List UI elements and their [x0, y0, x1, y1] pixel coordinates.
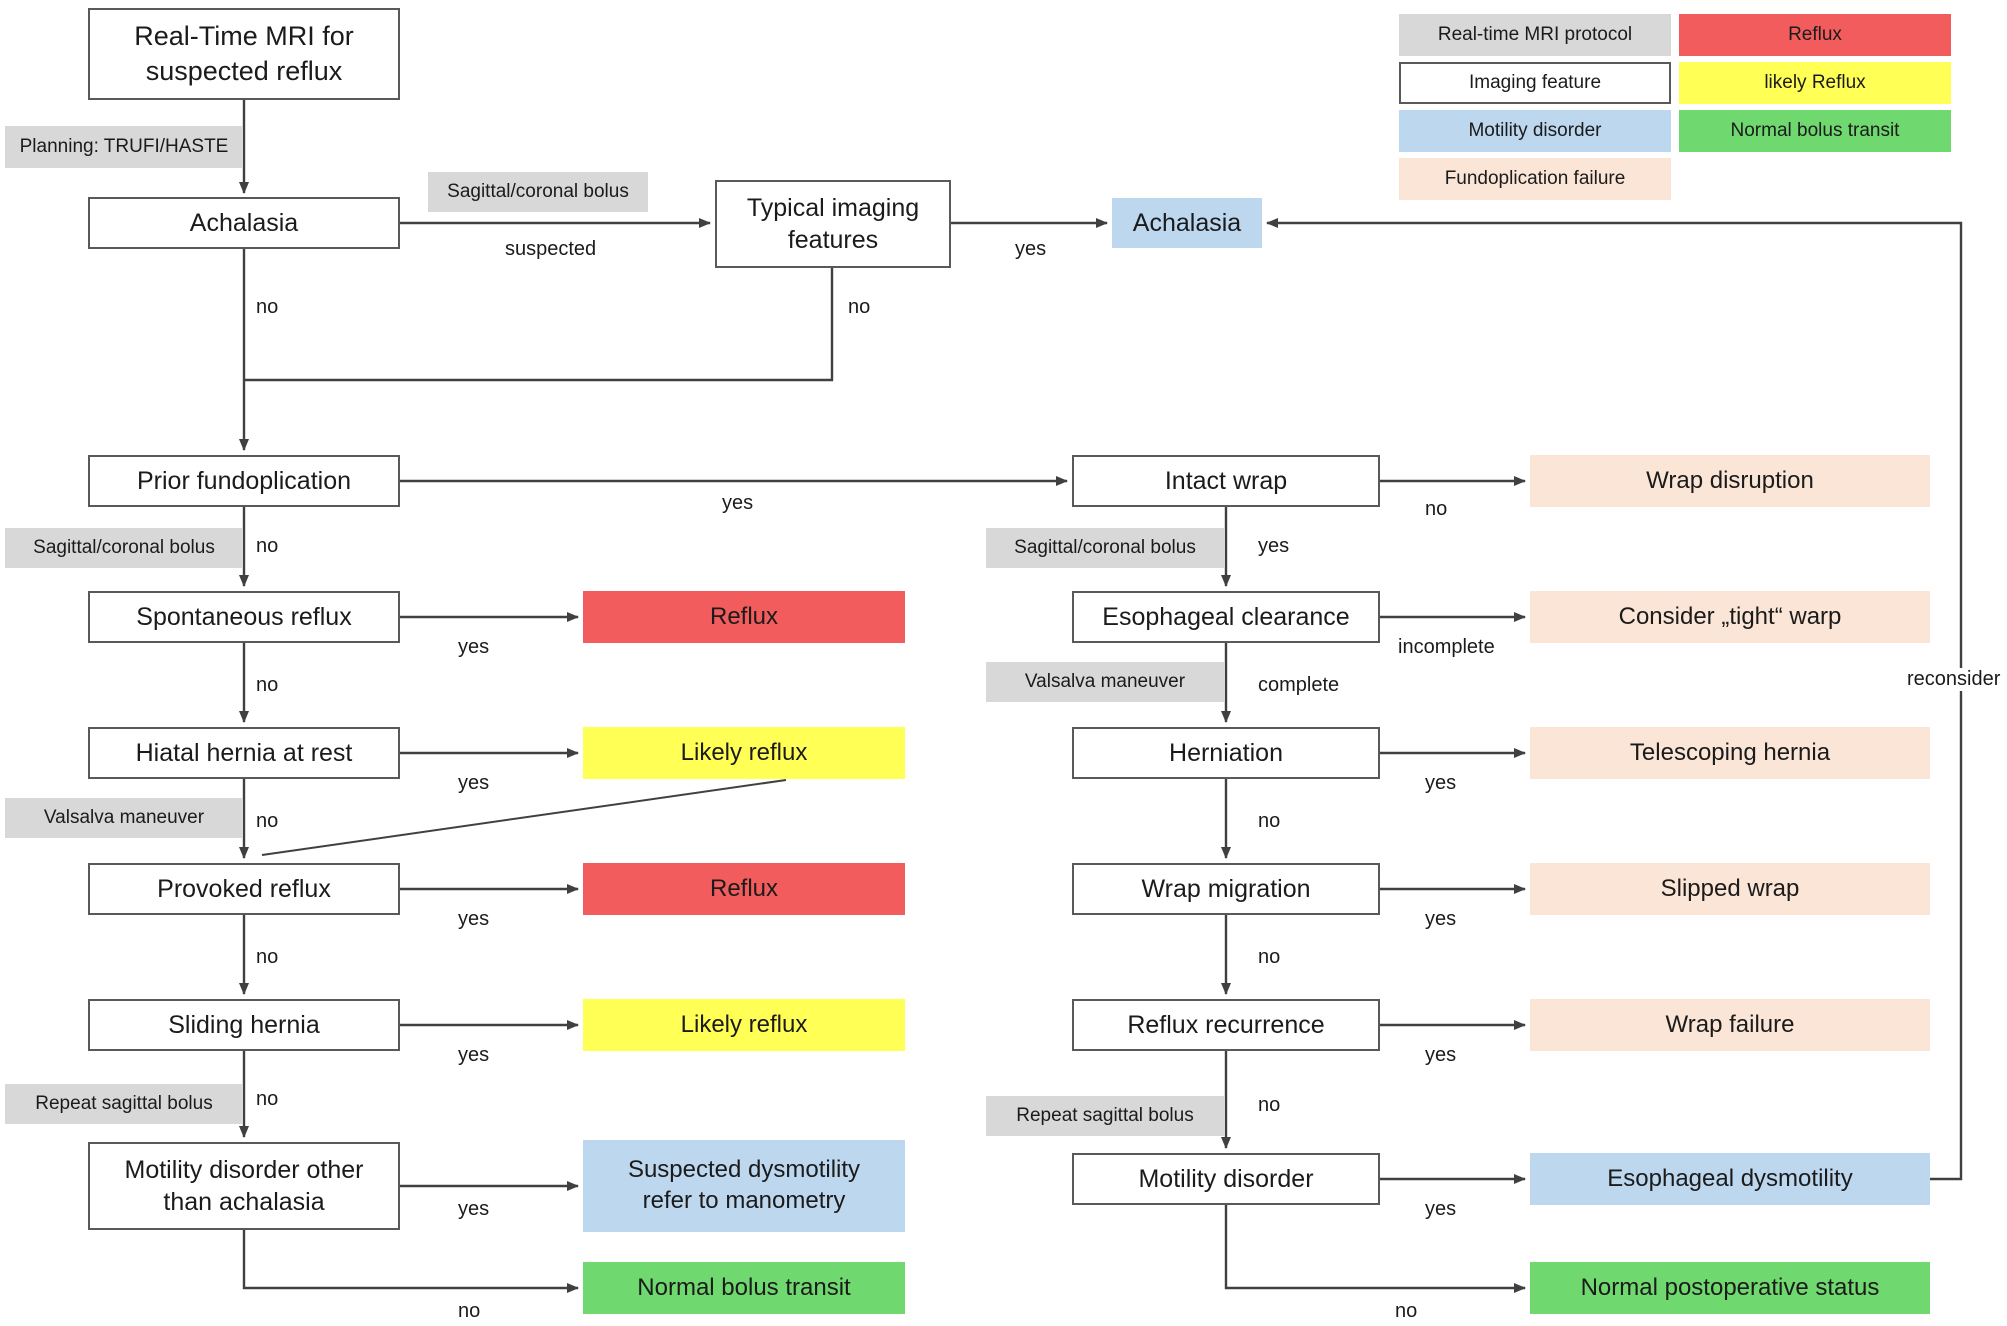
herniation-box: Herniation	[1072, 727, 1380, 779]
start-box: Real-Time MRI for suspected reflux	[88, 8, 400, 100]
repeat-sagittal-bolus-label-left: Repeat sagittal bolus	[5, 1084, 243, 1124]
typical-imaging-features-box: Typical imaging features	[715, 180, 951, 268]
sagittal-coronal-bolus-label-top: Sagittal/coronal bolus	[428, 172, 648, 212]
hiatal-hernia-at-rest-box: Hiatal hernia at rest	[88, 727, 400, 779]
edge-label-yes-reflux-recurrence: yes	[1425, 1044, 1457, 1066]
edge-label-yes-wrap-migration: yes	[1425, 908, 1457, 930]
achalasia-diagnosis-box: Achalasia	[1112, 198, 1262, 248]
edge-label-yes-spontaneous: yes	[458, 636, 490, 658]
edge-label-no-herniation: no	[1258, 810, 1281, 832]
edge-label-yes-motility-postop: yes	[1425, 1198, 1457, 1220]
suspected-dysmotility-result-box: Suspected dysmotility refer to manometry	[583, 1140, 905, 1232]
repeat-sagittal-bolus-label-right: Repeat sagittal bolus	[986, 1096, 1224, 1136]
edge-label-no-fundoplication: no	[256, 535, 279, 557]
edge-label-yes-sliding: yes	[458, 1044, 490, 1066]
likely-reflux-result-box-1: Likely reflux	[583, 727, 905, 779]
legend-likely-reflux: likely Reflux	[1679, 62, 1951, 104]
prior-fundoplication-box: Prior fundoplication	[88, 455, 400, 507]
edge-label-no-hiatal: no	[256, 810, 279, 832]
wrap-failure-result-box: Wrap failure	[1530, 999, 1930, 1051]
reflux-recurrence-box: Reflux recurrence	[1072, 999, 1380, 1051]
edge-label-yes-herniation: yes	[1425, 772, 1457, 794]
edge-label-yes-typical-achalasia: yes	[1015, 238, 1047, 260]
esophageal-clearance-box: Esophageal clearance	[1072, 591, 1380, 643]
reflux-result-box-2: Reflux	[583, 863, 905, 915]
edge-label-no-spontaneous: no	[256, 674, 279, 696]
edge-label-no-sliding: no	[256, 1088, 279, 1110]
motility-disorder-other-box: Motility disorder other than achalasia	[88, 1142, 400, 1230]
edge-label-yes-hiatal: yes	[458, 772, 490, 794]
esophageal-dysmotility-result-box: Esophageal dysmotility	[1530, 1153, 1930, 1205]
edge-label-no-wrap-migration: no	[1258, 946, 1281, 968]
edge-label-no-intact-wrap: no	[1425, 498, 1448, 520]
provoked-reflux-box: Provoked reflux	[88, 863, 400, 915]
motility-disorder-box: Motility disorder	[1072, 1153, 1380, 1205]
wrap-migration-box: Wrap migration	[1072, 863, 1380, 915]
reflux-result-box-1: Reflux	[583, 591, 905, 643]
edge-label-yes-provoked: yes	[458, 908, 490, 930]
edge-label-yes-intact-wrap: yes	[1258, 535, 1290, 557]
sagittal-coronal-bolus-label-left: Sagittal/coronal bolus	[5, 528, 243, 568]
edge-label-yes-motility-other: yes	[458, 1198, 490, 1220]
intact-wrap-box: Intact wrap	[1072, 455, 1380, 507]
edge-label-no-motility-other: no	[458, 1300, 481, 1322]
wrap-disruption-result-box: Wrap disruption	[1530, 455, 1930, 507]
legend-reflux: Reflux	[1679, 14, 1951, 56]
achalasia-question-box: Achalasia	[88, 197, 400, 249]
valsalva-maneuver-label-right: Valsalva maneuver	[986, 662, 1224, 702]
edge-label-no-achalasia: no	[256, 296, 279, 318]
legend-motility-disorder: Motility disorder	[1399, 110, 1671, 152]
legend-real-time-mri-protocol: Real-time MRI protocol	[1399, 14, 1671, 56]
sagittal-coronal-bolus-label-right: Sagittal/coronal bolus	[986, 528, 1224, 568]
edge-label-no-typical: no	[848, 296, 871, 318]
normal-bolus-transit-result-box: Normal bolus transit	[583, 1262, 905, 1314]
planning-protocol-label: Planning: TRUFI/HASTE	[5, 126, 243, 168]
normal-postoperative-status-result-box: Normal postoperative status	[1530, 1262, 1930, 1314]
likely-reflux-result-box-2: Likely reflux	[583, 999, 905, 1051]
edge-label-reconsider: reconsider	[1903, 668, 2005, 691]
legend-imaging-feature: Imaging feature	[1399, 62, 1671, 104]
edge-label-suspected: suspected	[505, 238, 597, 260]
edge-label-yes-fundoplication: yes	[722, 492, 754, 514]
edge-label-complete: complete	[1258, 674, 1340, 696]
legend-normal-bolus-transit: Normal bolus transit	[1679, 110, 1951, 152]
edge-label-incomplete: incomplete	[1398, 636, 1495, 658]
telescoping-hernia-result-box: Telescoping hernia	[1530, 727, 1930, 779]
valsalva-maneuver-label-left: Valsalva maneuver	[5, 798, 243, 838]
sliding-hernia-box: Sliding hernia	[88, 999, 400, 1051]
edge-label-no-reflux-recurrence: no	[1258, 1094, 1281, 1116]
edge-label-no-motility-postop: no	[1395, 1300, 1418, 1322]
legend-fundoplication-failure: Fundoplication failure	[1399, 158, 1671, 200]
consider-tight-warp-result-box: Consider „tight“ warp	[1530, 591, 1930, 643]
slipped-wrap-result-box: Slipped wrap	[1530, 863, 1930, 915]
spontaneous-reflux-box: Spontaneous reflux	[88, 591, 400, 643]
edge-label-no-provoked: no	[256, 946, 279, 968]
